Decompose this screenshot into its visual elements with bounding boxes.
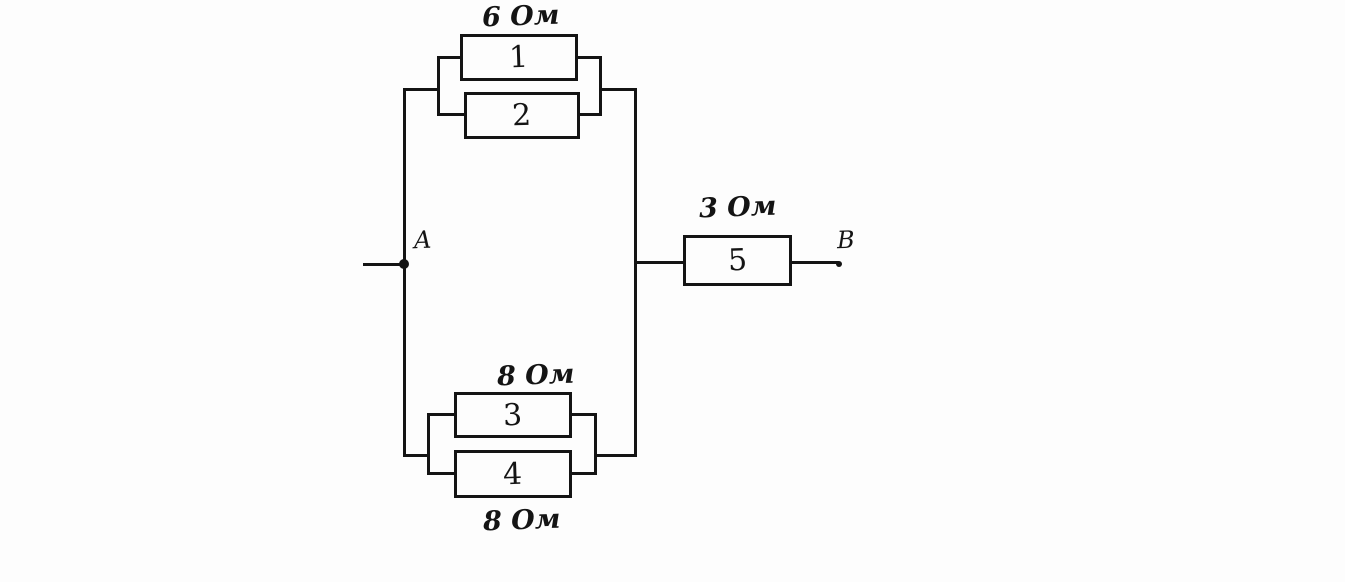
- wire-stub-r1-right: [575, 56, 602, 59]
- resistance-label-8ohm-top: 8 Ом: [496, 358, 575, 393]
- node-b-label: В: [836, 225, 856, 255]
- resistor-2-box: 2: [464, 92, 580, 139]
- wire-top-left-horizontal: [403, 88, 440, 91]
- wire-bottom-left-horizontal: [403, 454, 430, 457]
- wire-mid-right: [789, 261, 839, 264]
- wire-bottom-left-bracket: [427, 413, 430, 475]
- resistor-1-number: 1: [508, 39, 530, 76]
- resistor-4-box: 4: [454, 450, 572, 498]
- resistor-3-number: 3: [502, 397, 524, 433]
- wire-bottom-right-bracket: [594, 413, 597, 475]
- resistor-1-box: 1: [460, 34, 578, 81]
- wire-stub-r3-right: [570, 413, 597, 416]
- resistor-5-number: 5: [727, 242, 748, 279]
- resistance-label-8ohm-bottom: 8 Ом: [482, 503, 561, 538]
- resistor-2-number: 2: [511, 97, 533, 134]
- resistance-label-3ohm: 3 Ом: [698, 190, 777, 225]
- wire-stub-r4-right: [570, 472, 597, 475]
- wire-stub-r2-left: [437, 113, 468, 116]
- wire-top-right-bracket: [599, 56, 602, 116]
- wire-right-vertical: [634, 88, 637, 457]
- resistance-label-6ohm: 6 Ом: [481, 0, 560, 34]
- wire-left-vertical: [403, 88, 406, 457]
- wire-stub-r1-left: [437, 56, 463, 59]
- node-a-label: A: [413, 225, 432, 255]
- wire-top-right-horizontal: [599, 88, 637, 91]
- wire-bottom-right-horizontal: [594, 454, 637, 457]
- wire-top-left-bracket: [437, 56, 440, 116]
- wire-stub-r4-left: [427, 472, 457, 475]
- wire-mid-left: [634, 261, 685, 264]
- input-wire: [363, 263, 407, 266]
- wire-stub-r3-left: [427, 413, 457, 416]
- resistor-5-box: 5: [683, 235, 792, 286]
- resistor-4-number: 4: [502, 456, 524, 492]
- wire-stub-r2-right: [577, 113, 602, 116]
- node-b-dot: [836, 261, 842, 267]
- resistor-3-box: 3: [454, 392, 572, 438]
